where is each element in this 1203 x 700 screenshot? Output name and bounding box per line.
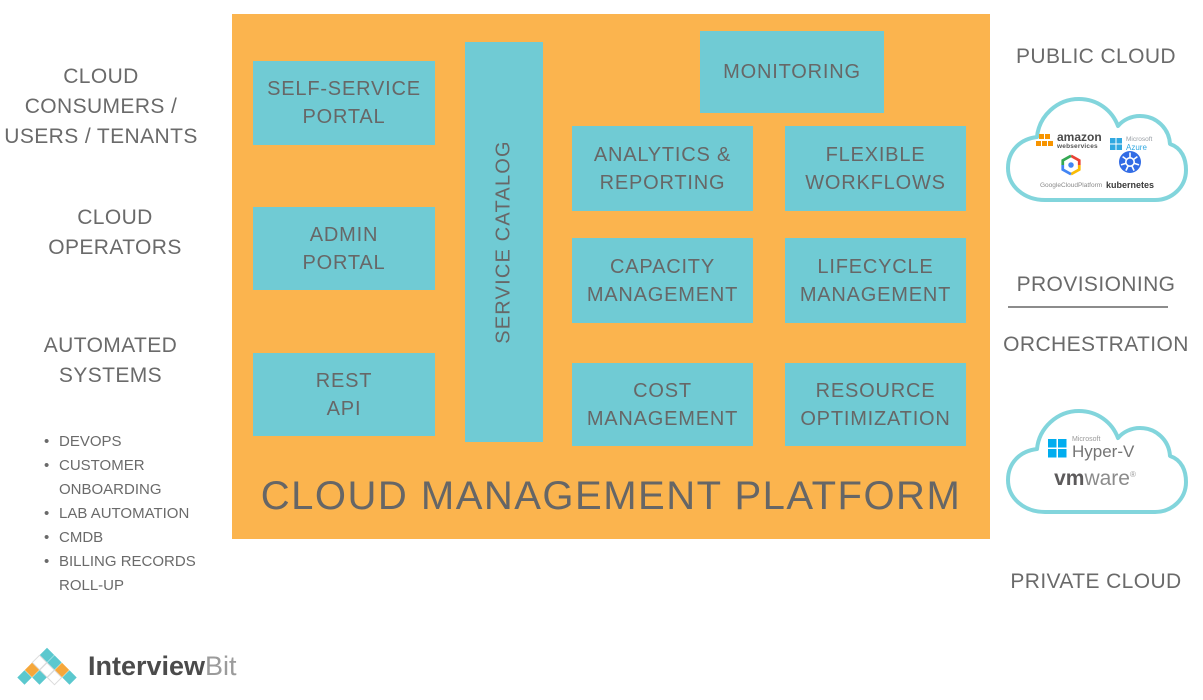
gcp-logo: GoogleCloudPlatform [1040, 154, 1102, 189]
rest-api-box: REST API [253, 353, 435, 436]
azure-text: Azure [1126, 143, 1147, 152]
vmware-reg-mark: ® [1129, 470, 1136, 479]
provisioning-orchestration-divider [1008, 306, 1168, 308]
aws-sub: webservices [1057, 143, 1098, 150]
resource-optimization-box: RESOURCE OPTIMIZATION [785, 363, 966, 446]
public-cloud-graphic: amazon webservices Microsoft Azure [1000, 88, 1190, 216]
gcp-text: GoogleCloudPlatform [1040, 182, 1103, 189]
azure-logo: Microsoft Azure [1110, 136, 1152, 152]
capacity-management-box: CAPACITY MANAGEMENT [572, 238, 753, 323]
service-catalog-label: SERVICE CATALOG [492, 140, 515, 344]
aws-cubes-icon [1036, 134, 1053, 146]
lifecycle-management-box: LIFECYCLE MANAGEMENT [785, 238, 966, 323]
hyperv-logo: Microsoft Hyper-V [1048, 436, 1134, 460]
list-item: CMDB [42, 526, 214, 550]
list-item: BILLING RECORDS ROLL-UP [42, 550, 214, 598]
vmware-vm-text: vm [1054, 467, 1085, 490]
cost-management-box: COST MANAGEMENT [572, 363, 753, 446]
panel-title: CLOUD MANAGEMENT PLATFORM [260, 474, 962, 518]
vmware-logo: vmware® [1000, 464, 1190, 489]
automated-systems-list: DEVOPS CUSTOMER ONBOARDING LAB AUTOMATIO… [42, 430, 214, 598]
cloud-consumers-label: CLOUD CONSUMERS / USERS / TENANTS [4, 65, 198, 148]
flexible-workflows-box: FLEXIBLE WORKFLOWS [785, 126, 966, 211]
hyperv-text: Hyper-V [1072, 442, 1135, 461]
windows-icon [1048, 438, 1067, 457]
kubernetes-text: kubernetes [1105, 180, 1155, 190]
aws-name: amazon [1057, 130, 1102, 144]
monitoring-box: MONITORING [700, 31, 884, 113]
self-service-portal-box: SELF-SERVICE PORTAL [253, 61, 435, 145]
aws-logo: amazon webservices [1036, 130, 1102, 150]
cloud-management-platform-panel: SELF-SERVICE PORTAL ADMIN PORTAL REST AP… [232, 14, 990, 539]
brand-secondary-text: Bit [205, 651, 237, 681]
list-item: DEVOPS [42, 430, 214, 454]
private-cloud-label: PRIVATE CLOUD [1010, 570, 1182, 593]
interviewbit-brand: InterviewBit [16, 646, 237, 686]
public-cloud-label: PUBLIC CLOUD [1015, 45, 1176, 68]
analytics-reporting-box: ANALYTICS & REPORTING [572, 126, 753, 211]
orchestration-label: ORCHESTRATION [1003, 333, 1189, 356]
admin-portal-box: ADMIN PORTAL [253, 207, 435, 290]
interviewbit-pyramid-icon [17, 647, 77, 686]
gcp-hexagon-icon [1061, 154, 1081, 176]
list-item: LAB AUTOMATION [42, 502, 214, 526]
list-item: CUSTOMER ONBOARDING [42, 454, 214, 502]
kubernetes-logo: kubernetes [1100, 150, 1160, 190]
vmware-ware-text: ware [1084, 467, 1130, 490]
hyperv-microsoft-text: Microsoft [1072, 436, 1101, 443]
service-catalog-bar: SERVICE CATALOG [465, 42, 543, 442]
kubernetes-helm-icon [1119, 151, 1141, 173]
cloud-operators-label: CLOUD OPERATORS [48, 206, 182, 259]
provisioning-label: PROVISIONING [1016, 273, 1176, 296]
automated-systems-label: AUTOMATED SYSTEMS [43, 334, 178, 387]
cloud-outline-icon [1006, 409, 1188, 514]
private-cloud-graphic: Microsoft Hyper-V vmware® [1000, 400, 1190, 528]
cloud-outline-icon [1006, 97, 1188, 202]
brand-primary-text: Interview [88, 651, 206, 681]
microsoft-icon [1110, 138, 1122, 150]
azure-microsoft-text: Microsoft [1126, 136, 1153, 143]
